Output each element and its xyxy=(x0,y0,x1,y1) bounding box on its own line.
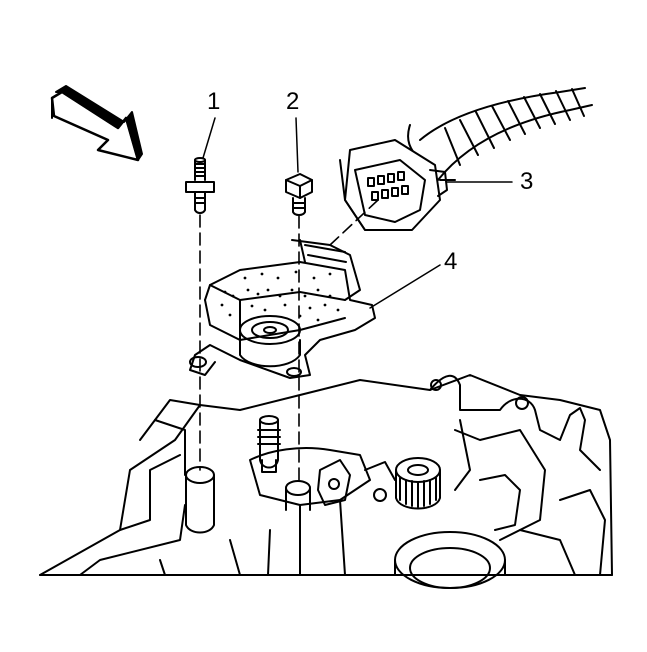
view-direction-arrow xyxy=(50,85,143,162)
callout-1: 1 xyxy=(207,88,221,115)
transmission-housing xyxy=(39,374,613,589)
alignment-lines xyxy=(199,199,379,487)
callout-3: 3 xyxy=(520,168,534,195)
position-switch xyxy=(189,239,376,379)
bolt xyxy=(285,173,313,216)
stud xyxy=(185,157,215,214)
electrical-connector xyxy=(339,87,593,231)
callout-2: 2 xyxy=(286,88,300,115)
callout-4: 4 xyxy=(444,248,458,275)
switch-surface-texture xyxy=(220,270,340,322)
callout-leaders xyxy=(202,117,513,309)
